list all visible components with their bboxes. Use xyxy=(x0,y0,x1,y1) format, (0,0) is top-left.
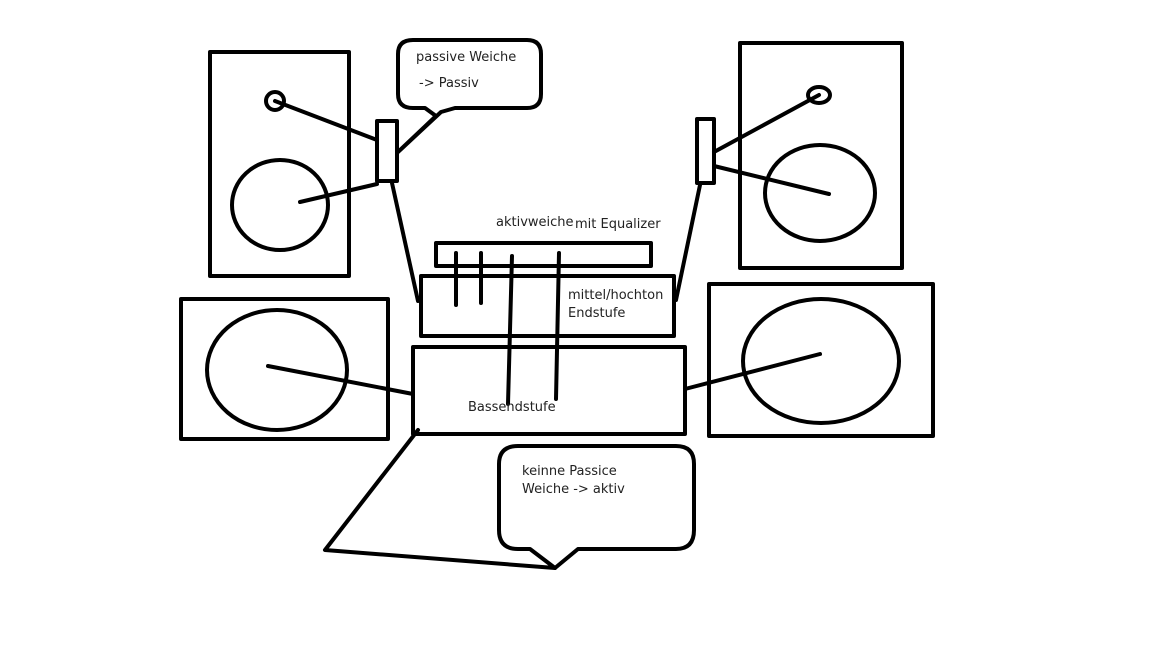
wire-active-3 xyxy=(506,254,514,406)
aktivweiche-suffix-label: mit Equalizer xyxy=(575,217,661,232)
passive-bubble-line1: passive Weiche xyxy=(416,50,516,65)
aktiv-bubble-line2: Weiche -> aktiv xyxy=(522,482,625,497)
mittel-hochton-label: mittel/hochton xyxy=(568,288,663,303)
wire-bass-right xyxy=(683,352,822,391)
tweeter-top-right xyxy=(806,85,832,105)
woofer-top-right xyxy=(763,143,877,243)
subwoofer-left-cabinet xyxy=(179,297,390,441)
active-crossover-box xyxy=(434,241,653,268)
aktiv-bubble-line1: keinne Passice xyxy=(522,464,617,479)
wire-active-4 xyxy=(554,251,561,401)
wiring xyxy=(266,93,831,406)
speaker-top-right-cabinet xyxy=(738,41,904,270)
speaker-top-left xyxy=(208,50,351,278)
tweeter-top-left xyxy=(264,90,286,112)
bassendstufe-label: Bassendstufe xyxy=(468,400,556,415)
speech-bubble-passive: passive Weiche -> Passiv xyxy=(396,38,543,154)
wire-woofer-left xyxy=(298,182,379,204)
speech-bubble-aktiv: keinne Passice Weiche -> aktiv xyxy=(323,428,696,570)
wire-woofer-right xyxy=(712,164,831,196)
subwoofer-left xyxy=(179,297,390,441)
wire-tweeter-right xyxy=(712,93,821,154)
passive-crossover-left xyxy=(375,119,399,183)
aktivweiche-label: aktivweiche xyxy=(496,215,574,230)
wire-crossover-right-to-amp xyxy=(674,183,702,302)
subwoofer-right-cone xyxy=(741,297,901,425)
subwoofer-right-cabinet xyxy=(707,282,935,438)
speaker-top-right xyxy=(738,41,904,270)
wire-tweeter-left xyxy=(273,99,379,142)
passive-crossover-right xyxy=(695,117,716,185)
woofer-top-left xyxy=(230,158,330,252)
mid-high-amplifier-box xyxy=(419,274,676,338)
speech-bubble-aktiv-outline xyxy=(497,444,696,570)
speaker-top-left-cabinet xyxy=(208,50,351,278)
wire-crossover-left-to-amp xyxy=(390,181,420,303)
passive-bubble-line2: -> Passiv xyxy=(419,76,479,91)
endstufe-label: Endstufe xyxy=(568,306,625,321)
bass-amplifier-box xyxy=(411,345,687,436)
subwoofer-right xyxy=(707,282,935,438)
speech-bubble-aktiv-pointer xyxy=(323,428,557,570)
wire-bass-left xyxy=(266,364,415,396)
speech-bubble-passive-outline xyxy=(396,38,543,154)
subwoofer-left-cone xyxy=(205,308,349,432)
